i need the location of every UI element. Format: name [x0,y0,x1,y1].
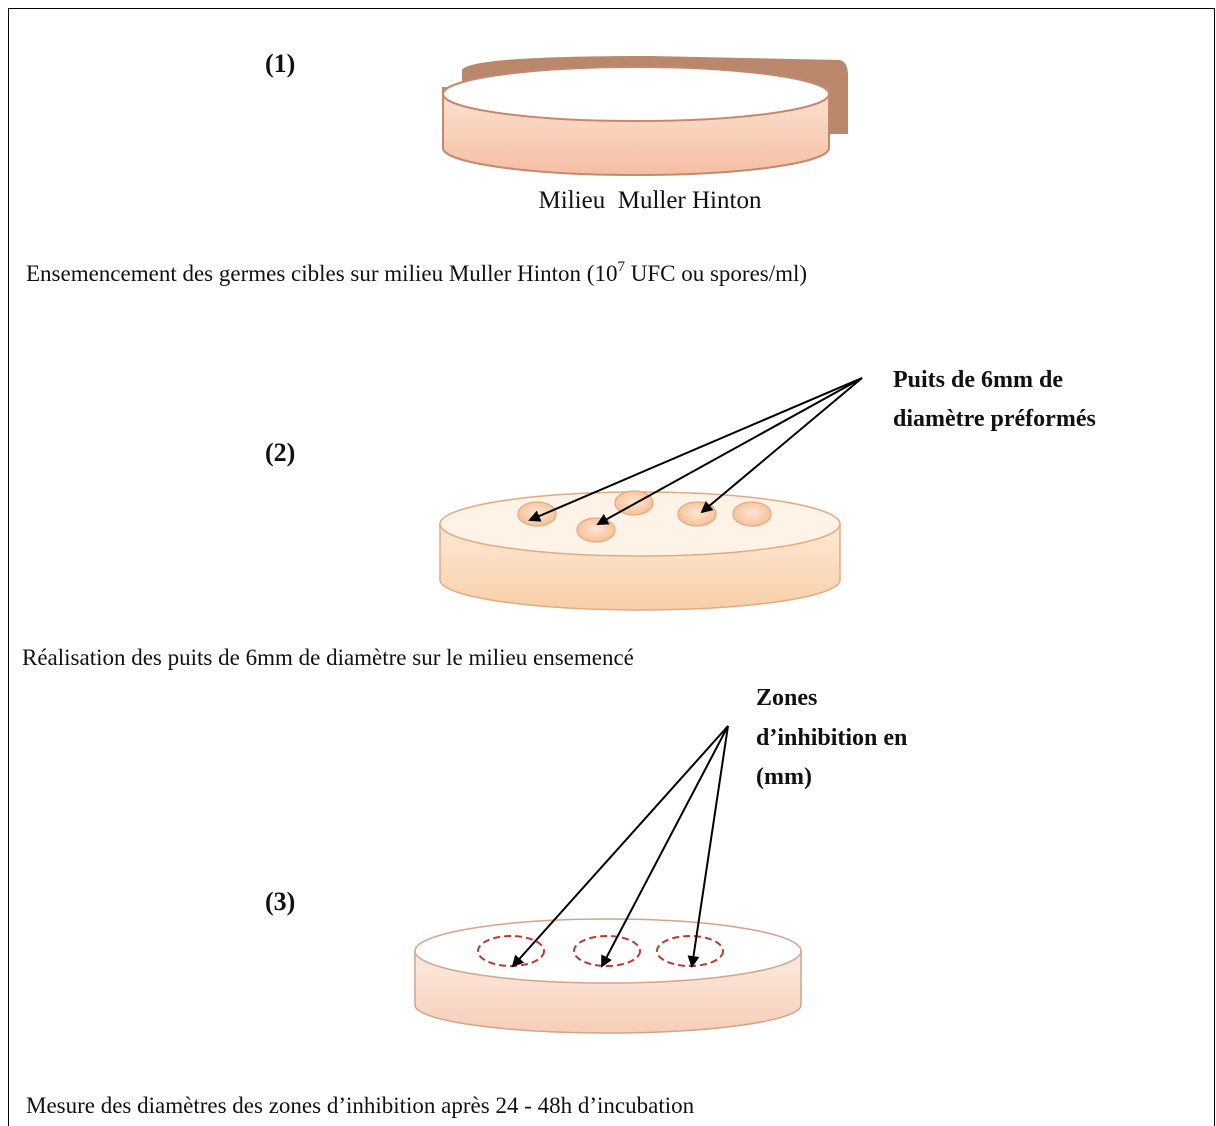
wells-annotation-line-2: diamètre préformés [893,406,1096,432]
well-arrows [528,377,863,525]
arrow [528,377,863,522]
arrow [687,725,729,968]
arrow [596,377,863,525]
figure-frame [8,8,1215,1126]
arrow [601,725,729,968]
step-2-caption: Réalisation des puits de 6mm de diamètre… [22,645,634,670]
arrow [700,377,863,514]
step-2-label: (2) [265,438,295,467]
well [732,501,772,527]
wells-annotation-line-1: Puits de 6mm de [893,367,1063,393]
petri-dish-wells [439,490,841,611]
step-3-label: (3) [265,887,295,916]
well [517,501,557,527]
step-1-caption: Ensemencement des germes cibles sur mili… [26,259,807,286]
dish-3-top [414,918,802,984]
zones-annotation-line-3: (mm) [756,764,812,790]
step-3-caption: Mesure des diamètres des zones d’inhibit… [26,1093,695,1118]
arrow [511,725,729,968]
petri-dish-open [442,56,848,176]
petri-dish-inhibition [414,918,802,1034]
zones-annotation-line-2: d’inhibition en [756,725,907,751]
well [576,517,616,543]
medium-label: Milieu Muller Hinton [539,187,762,214]
zone-arrows [511,725,729,968]
petri-dish-top [442,66,830,122]
inhibition-zone [477,935,545,967]
step-1-label: (1) [265,49,295,78]
zones-annotation-line-1: Zones [756,685,817,711]
